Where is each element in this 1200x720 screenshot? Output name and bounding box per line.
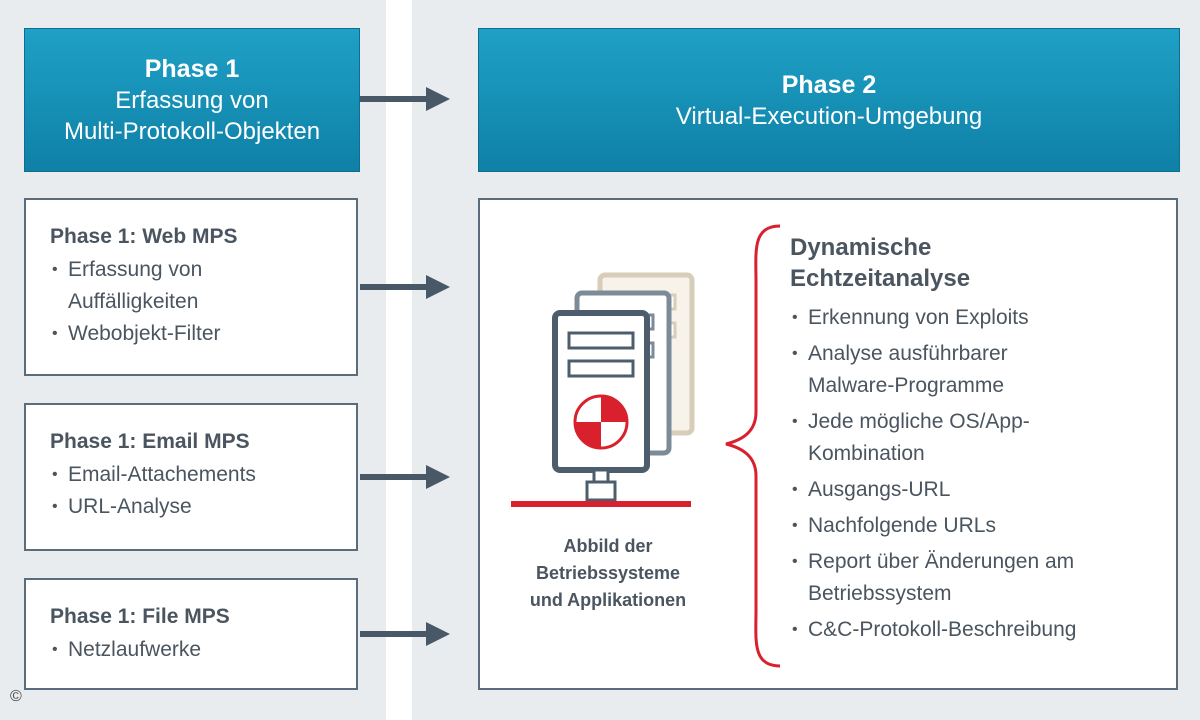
phase1-subtitle-line1: Erfassung von [115,87,269,114]
web-mps-box: Phase 1: Web MPS Erfassung von Auffällig… [24,198,358,376]
phase2-subtitle: Virtual-Execution-Umgebung [675,102,983,130]
file-mps-box: Phase 1: File MPS Netzlaufwerke [24,578,358,690]
file-mps-list: Netzlaufwerke [50,634,356,666]
list-item: Email-Attachements [50,459,356,491]
email-mps-box: Phase 1: Email MPS Email-Attachements UR… [24,403,358,551]
phase1-title: Phase 1 [144,55,240,83]
caption-line3: und Applikationen [529,590,687,610]
phase1-subtitle-line2: Multi-Protokoll-Objekten [63,118,321,145]
file-mps-title: Phase 1: File MPS [50,605,230,628]
web-mps-title: Phase 1: Web MPS [50,225,238,248]
image-caption: Abbild der Betriebssysteme und Applikati… [488,533,728,614]
analysis-list: Erkennung von Exploits Analyse ausführba… [790,302,1170,646]
analysis-title: Dynamische Echtzeitanalyse [790,234,971,292]
curly-brace-icon [725,224,781,668]
list-item: Netzlaufwerke [50,634,356,666]
list-item: Erkennung von Exploits [790,302,1170,334]
email-mps-list: Email-Attachements URL-Analyse [50,459,356,523]
arrow-email-mps [360,465,450,489]
list-item: Nachfolgende URLs [790,510,1170,542]
arrow-phase1-to-phase2 [360,87,450,111]
list-item: Jede mögliche OS/App-Kombination [790,406,1068,470]
phase2-header-box: Phase 2 Virtual-Execution-Umgebung [478,28,1180,172]
server-stack-icon [511,272,695,507]
copyright-mark: © [10,688,22,705]
list-item: Ausgangs-URL [790,474,1170,506]
list-item: Report über Änderungen am Betriebssystem [790,546,1118,610]
caption-line2: Betriebssysteme [535,563,681,583]
list-item: Analyse ausführbarer Malware-Programme [790,338,1068,402]
caption-line1: Abbild der [563,536,653,556]
arrow-web-mps [360,275,450,299]
list-item: C&C-Protokoll-Beschreibung [790,614,1170,646]
arrow-file-mps [360,622,450,646]
web-mps-list: Erfassung von Auffälligkeiten Webobjekt-… [50,254,356,350]
phase1-header-box: Phase 1 Erfassung von Multi-Protokoll-Ob… [24,28,360,172]
list-item: Webobjekt-Filter [50,318,356,350]
list-item: URL-Analyse [50,491,356,523]
list-item: Erfassung von Auffälligkeiten [50,254,248,318]
email-mps-title: Phase 1: Email MPS [50,430,250,453]
analysis-section: Dynamische Echtzeitanalyse Erkennung von… [790,232,1170,650]
phase2-title: Phase 2 [781,70,877,99]
